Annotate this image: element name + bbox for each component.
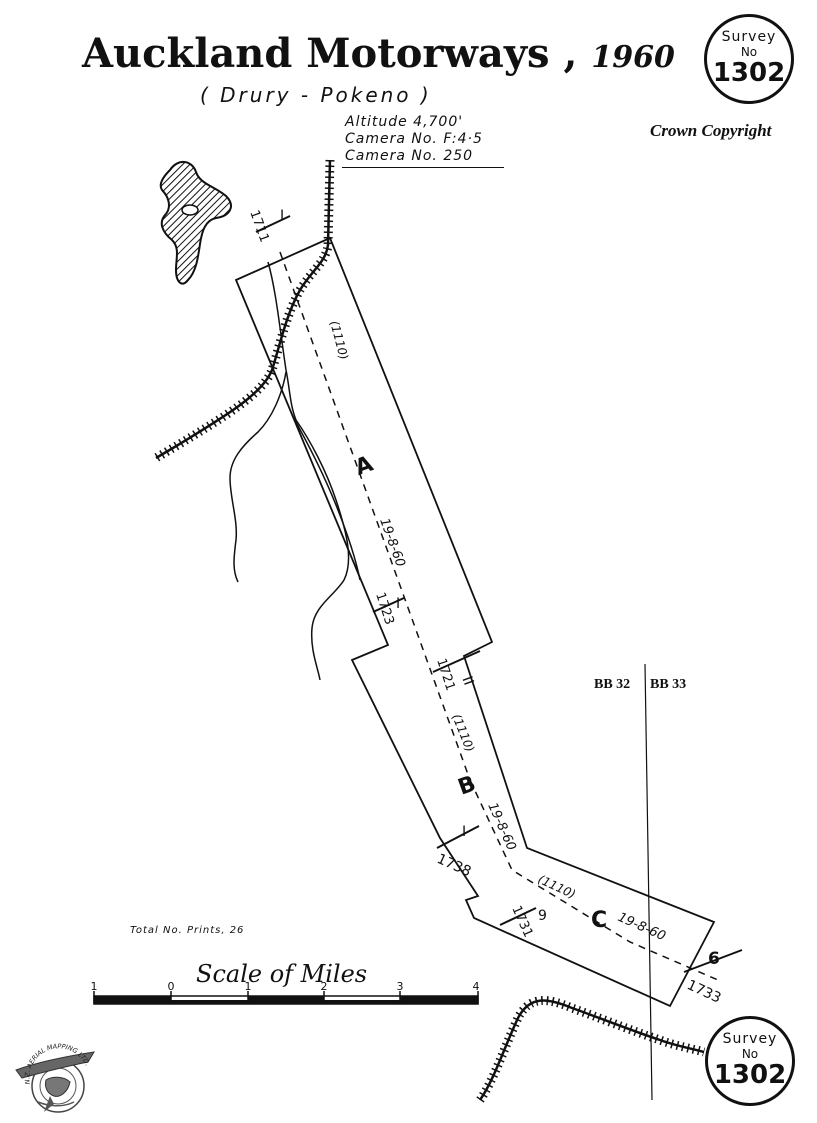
railway-south: [476, 995, 706, 1103]
map-title: Auckland Motorways , 1960: [82, 34, 675, 74]
camera-f-text: Camera No. F:4·5: [345, 131, 483, 147]
run-letter-b: B: [455, 771, 479, 800]
print-tick-marks: [255, 215, 743, 973]
flight-center-line: [279, 251, 719, 981]
river: [229, 261, 361, 681]
print-1723: 1723: [372, 591, 396, 627]
run-letter-a: A: [352, 452, 377, 481]
title-year: 1960: [591, 40, 675, 75]
sheet-label-right: BB 33: [650, 677, 687, 692]
scale-tick-label: 3: [397, 980, 404, 993]
sheet-label-left: BB 32: [594, 677, 631, 692]
company-logo-icon: [15, 1051, 95, 1113]
run-c-film: (1110): [536, 872, 578, 902]
lake-area: [159, 161, 232, 285]
print-1738: 1738: [434, 851, 473, 880]
marker-c-end: 6: [708, 949, 720, 969]
title-main: Auckland Motorways: [82, 30, 550, 77]
badge-number: 1302: [712, 58, 786, 88]
map-subtitle: ( Drury - Pokeno ): [200, 83, 432, 107]
run-letter-c: C: [591, 908, 607, 933]
scale-tick-label: 0: [168, 980, 175, 993]
railway-north: [153, 159, 335, 462]
total-prints: Total No. Prints, 26: [130, 925, 245, 936]
print-1733: 1733: [684, 977, 723, 1007]
badge-word: Survey: [721, 29, 777, 45]
svg-text:N.Z. AERIAL MAPPING LTD.: N.Z. AERIAL MAPPING LTD.: [23, 1042, 91, 1084]
scale-title: Scale of Miles: [196, 960, 368, 988]
company-logo-text: N.Z. AERIAL MAPPING LTD.: [23, 1042, 91, 1084]
scale-tick-label: 1: [245, 980, 252, 993]
run-a-date: 19-8-60: [376, 516, 407, 569]
marker-labels: I I II I 9 6: [280, 208, 720, 969]
run-film: (1110) (1110) (1110): [327, 319, 578, 901]
scale-tick-label: 2: [321, 980, 328, 993]
scale-tick-label: 1: [91, 980, 98, 993]
marker-b-end: I: [462, 824, 466, 840]
run-c-date: 19-8-60: [615, 910, 667, 944]
title-separator: ,: [549, 30, 592, 77]
marker-a-start: I: [280, 208, 284, 224]
flight-details: Altitude 4,700' Camera No. F:4·5 Camera …: [345, 114, 483, 165]
marker-c-start: 9: [538, 908, 547, 924]
flight-coverage-outline: [234, 236, 716, 1008]
print-numbers: 1711 1723 1721 1738 1731 1733: [246, 208, 723, 1006]
sheet-boundary: [644, 663, 653, 1101]
badge-word: Survey: [722, 1031, 778, 1047]
survey-badge-top: Survey No 1302: [704, 14, 794, 104]
crown-copyright: Crown Copyright: [650, 121, 772, 140]
camera-no-text: Camera No. 250: [345, 148, 474, 164]
altitude-text: Altitude 4,700': [345, 114, 464, 130]
logo-text: N.Z. AERIAL MAPPING LTD.: [23, 1042, 91, 1084]
survey-badge-bottom: Survey No 1302: [705, 1016, 795, 1106]
run-a-film: (1110): [327, 319, 351, 361]
scale-bar: [93, 991, 479, 1005]
run-dates: 19-8-60 19-8-60 19-8-60: [376, 516, 668, 944]
badge-number: 1302: [713, 1060, 787, 1090]
scale-tick-label: 4: [473, 980, 480, 993]
details-underline: [342, 167, 504, 168]
print-1711: 1711: [246, 208, 271, 244]
badge-no: No: [740, 45, 758, 59]
marker-a-end: I: [396, 596, 400, 612]
badge-no: No: [741, 1047, 759, 1061]
scale-tick-labels: 1 0 1 2 3 4: [91, 980, 480, 993]
